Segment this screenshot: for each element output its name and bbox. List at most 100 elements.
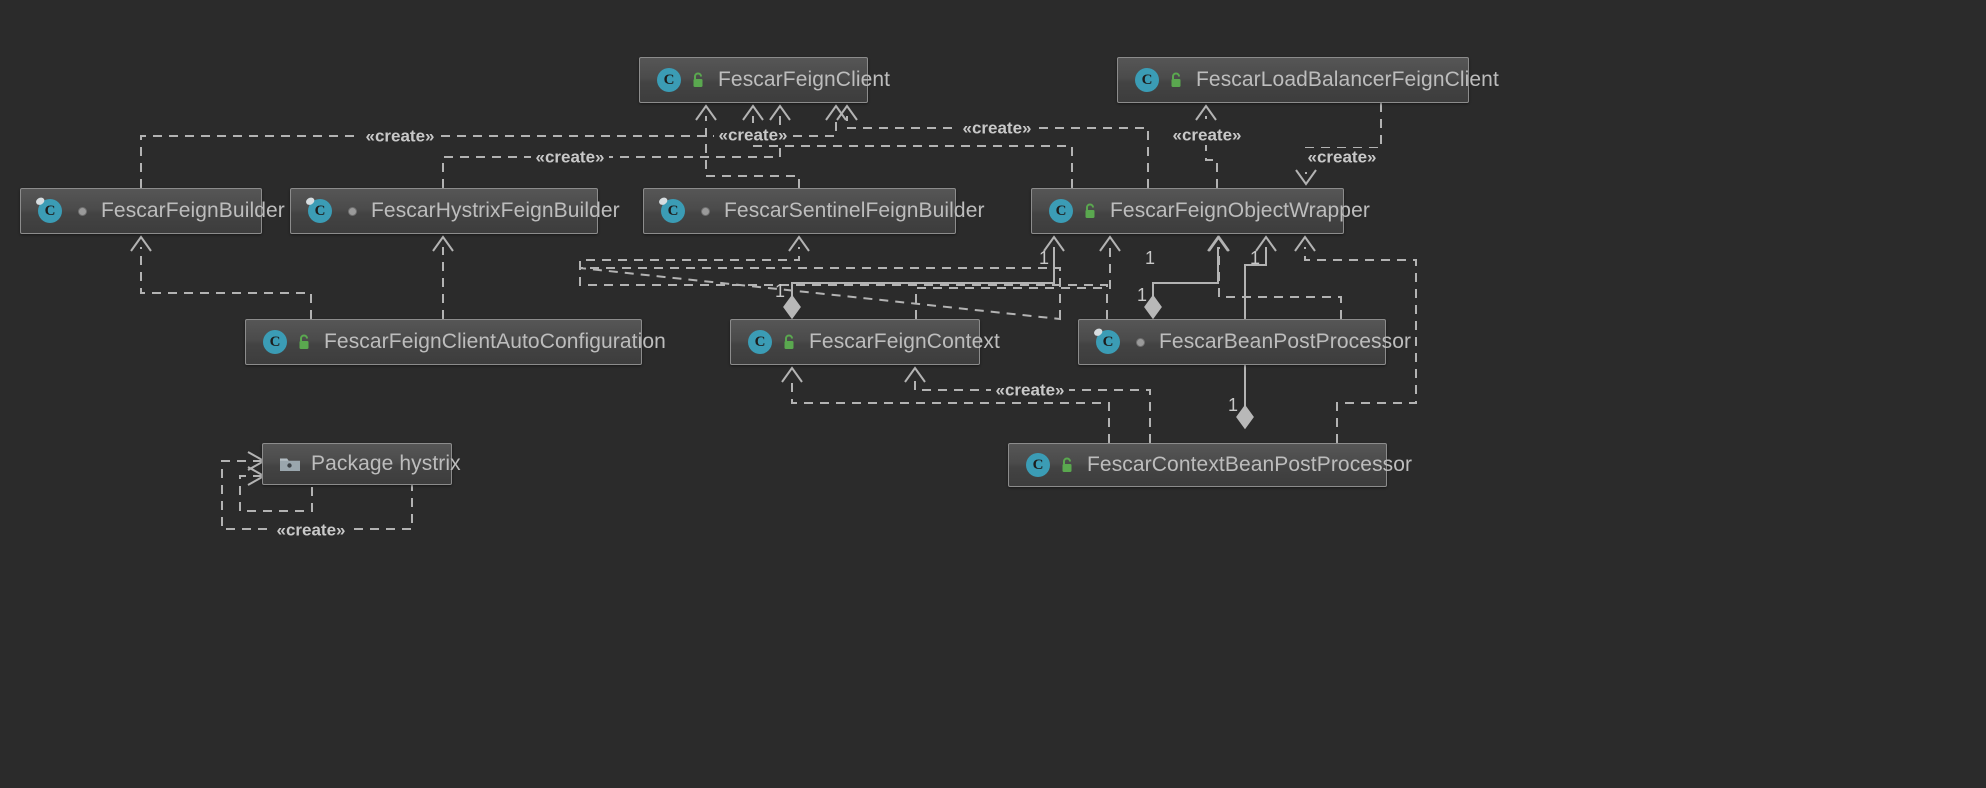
label-backdrop bbox=[361, 127, 439, 146]
arrowhead-open bbox=[695, 104, 717, 121]
edge-label-create: «create» bbox=[962, 118, 1031, 137]
edge-label-create: «create» bbox=[995, 380, 1064, 399]
arrowhead-open bbox=[130, 235, 152, 252]
edge-create-into-feigncontext-left bbox=[791, 378, 1110, 443]
arrowhead-open bbox=[1294, 235, 1316, 252]
class-icon: C bbox=[747, 329, 773, 355]
edge-label-create: «create» bbox=[365, 126, 434, 145]
arrowhead-open bbox=[1043, 235, 1065, 252]
arrowhead-open bbox=[836, 104, 858, 121]
unlocked-padlock-icon bbox=[784, 334, 794, 349]
label-backdrop bbox=[1303, 148, 1381, 167]
unlocked-padlock-icon bbox=[299, 334, 309, 349]
unlocked-padlock-icon bbox=[693, 72, 703, 87]
class-node-fescar-feign-object-wrapper[interactable]: C FescarFeignObjectWrapper bbox=[1031, 188, 1370, 234]
edge-create-beanpostprocessor-to-objectwrapper bbox=[1218, 247, 1342, 319]
class-node-fescar-load-balancer-feign-client[interactable]: C FescarLoadBalancerFeignClient bbox=[1117, 57, 1499, 103]
edge-create-hystrix-self-inner bbox=[239, 475, 313, 512]
arrowhead-open bbox=[825, 104, 847, 121]
edge-create-feignbuilder-to-feignclient bbox=[140, 116, 837, 188]
label-backdrop bbox=[531, 148, 609, 167]
composition-diamond bbox=[1144, 294, 1162, 320]
edge-create-contextbeanpostprocessor-to-feigncontext bbox=[914, 378, 1151, 443]
class-node-label: FescarLoadBalancerFeignClient bbox=[1196, 68, 1499, 91]
label-backdrop bbox=[714, 126, 792, 145]
static-pin-icon bbox=[1094, 328, 1103, 336]
arrowhead-open bbox=[781, 366, 803, 383]
composition-diamond bbox=[783, 294, 801, 320]
arrowhead-open bbox=[1195, 104, 1217, 121]
edge-create-autoconfig-to-feignbuilder bbox=[140, 247, 312, 319]
arrowhead-open bbox=[1208, 235, 1230, 252]
label-backdrop bbox=[958, 119, 1036, 138]
arrowhead-open bbox=[432, 235, 454, 252]
edge-create-sentinelbuilder-to-feignclient bbox=[705, 116, 800, 188]
edge-create-feigncontext-right-to-objectwrapper bbox=[915, 247, 1111, 319]
arrowhead-open bbox=[788, 235, 810, 252]
class-static-icon: C bbox=[36, 197, 63, 224]
class-node-label: FescarFeignClient bbox=[718, 68, 891, 91]
package-private-dot-icon bbox=[73, 202, 91, 220]
multiplicity-label: 1 bbox=[775, 281, 785, 301]
multiplicity-label: 1 bbox=[1039, 248, 1049, 268]
static-pin-icon bbox=[36, 197, 45, 205]
class-icon: C bbox=[1025, 452, 1051, 478]
edge-label-create: «create» bbox=[535, 147, 604, 166]
arrowhead-open bbox=[1099, 235, 1121, 252]
multiplicity-label: 1 bbox=[1137, 285, 1147, 305]
multiplicity-label: 1 bbox=[1228, 395, 1238, 415]
multiplicity-label: 1 bbox=[1250, 248, 1260, 268]
edge-composition-feigncontext-to-objectwrapper bbox=[791, 247, 1055, 300]
class-node-fescar-feign-builder[interactable]: C FescarFeignBuilder bbox=[20, 188, 285, 234]
label-backdrop bbox=[1168, 126, 1246, 145]
arrowhead-open bbox=[904, 366, 926, 383]
edge-create-hystrix-self-outer bbox=[221, 460, 413, 530]
edge-label-create: «create» bbox=[276, 520, 345, 539]
package-private-dot-icon bbox=[696, 202, 714, 220]
class-node-label: FescarBeanPostProcessor bbox=[1159, 330, 1412, 353]
package-node-hystrix[interactable]: Package hystrix bbox=[262, 443, 461, 485]
static-pin-icon bbox=[659, 197, 668, 205]
arrowhead-open bbox=[769, 104, 791, 121]
composition-diamond bbox=[1236, 404, 1254, 430]
static-pin-icon bbox=[306, 197, 315, 205]
package-node-label: Package hystrix bbox=[311, 452, 461, 475]
edge-composition-beanpostprocessor-to-objectwrapper bbox=[1152, 247, 1219, 300]
edge-create-feigncontext-to-sentinelbuilder bbox=[579, 267, 1061, 321]
class-node-label: FescarFeignObjectWrapper bbox=[1110, 199, 1370, 222]
package-private-dot-icon bbox=[343, 202, 361, 220]
edge-label-create: «create» bbox=[718, 125, 787, 144]
class-static-icon: C bbox=[306, 197, 333, 224]
arrowhead-open bbox=[1255, 235, 1277, 252]
package-folder-icon bbox=[280, 458, 300, 471]
class-node-fescar-feign-context[interactable]: C FescarFeignContext bbox=[730, 319, 1000, 365]
class-node-label: FescarFeignBuilder bbox=[101, 199, 285, 222]
unlocked-padlock-icon bbox=[1171, 72, 1181, 87]
class-node-label: FescarSentinelFeignBuilder bbox=[724, 199, 985, 222]
class-node-fescar-context-bean-post-processor[interactable]: C FescarContextBeanPostProcessor bbox=[1008, 443, 1412, 487]
label-backdrop bbox=[991, 381, 1069, 400]
edge-create-objectwrapper-to-loadbalancerclient bbox=[1205, 116, 1218, 188]
class-node-label: FescarFeignClientAutoConfiguration bbox=[324, 330, 666, 353]
class-icon: C bbox=[262, 329, 288, 355]
unlocked-padlock-icon bbox=[1062, 457, 1072, 472]
class-node-label: FescarFeignContext bbox=[809, 330, 1000, 353]
unlocked-padlock-icon bbox=[1085, 203, 1095, 218]
class-node-fescar-bean-post-processor[interactable]: C FescarBeanPostProcessor bbox=[1078, 319, 1411, 365]
class-node-label: FescarHystrixFeignBuilder bbox=[371, 199, 620, 222]
class-node-fescar-feign-client-auto-configuration[interactable]: C FescarFeignClientAutoConfiguration bbox=[245, 319, 666, 365]
class-icon: C bbox=[1134, 67, 1160, 93]
edge-create-sentinelbuilder-incoming bbox=[579, 247, 1108, 319]
class-node-fescar-hystrix-feign-builder[interactable]: C FescarHystrixFeignBuilder bbox=[290, 188, 620, 234]
edge-label-create: «create» bbox=[1172, 125, 1241, 144]
class-static-icon: C bbox=[1094, 328, 1121, 355]
edge-label-create: «create» bbox=[1307, 147, 1376, 166]
arrowhead-open bbox=[742, 104, 764, 121]
class-node-fescar-feign-client[interactable]: C FescarFeignClient bbox=[639, 57, 890, 103]
class-static-icon: C bbox=[659, 197, 686, 224]
multiplicity-label: 1 bbox=[1145, 248, 1155, 268]
class-node-fescar-sentinel-feign-builder[interactable]: C FescarSentinelFeignBuilder bbox=[643, 188, 984, 234]
label-backdrop bbox=[272, 521, 350, 540]
